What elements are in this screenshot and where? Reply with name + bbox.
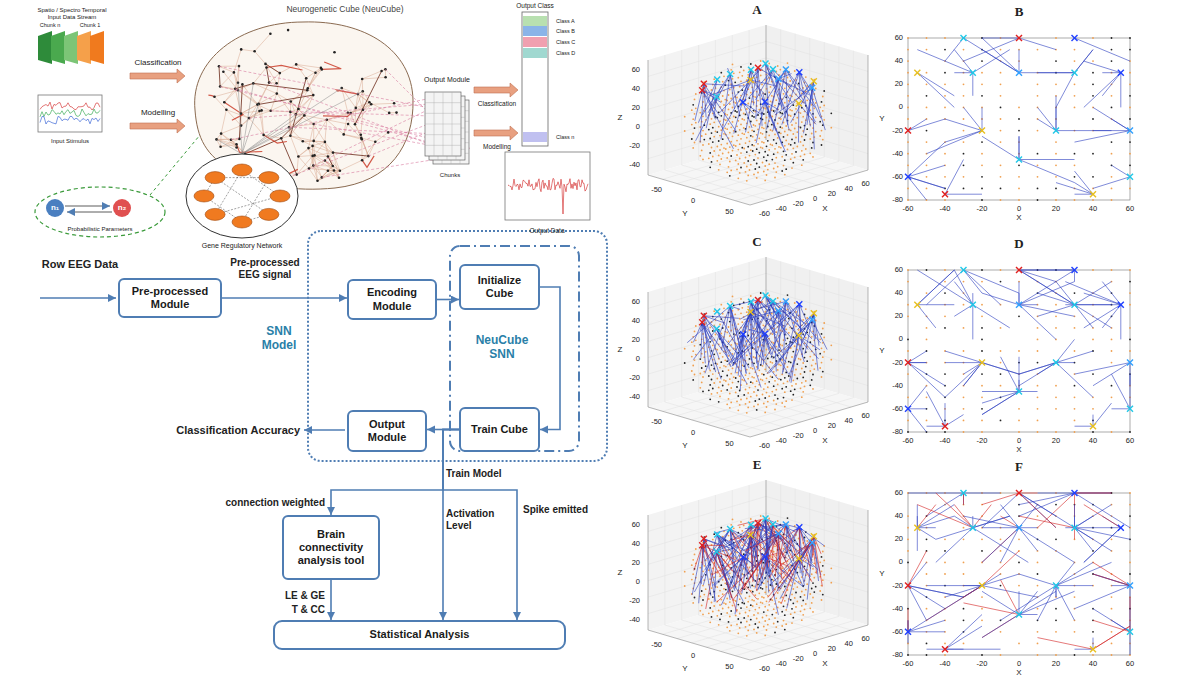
stage: {"diagram": { "nodes": [ {"text": ["Pre-… [0,0,1200,690]
